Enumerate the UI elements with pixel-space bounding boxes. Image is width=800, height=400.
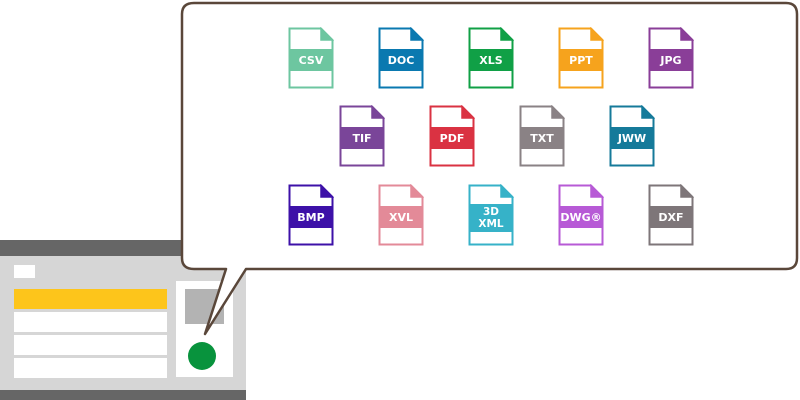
file-type-label: DXF xyxy=(658,210,684,224)
app-side-panel xyxy=(176,281,233,377)
list-item[interactable] xyxy=(14,335,167,355)
file-type-label: XVL xyxy=(388,210,413,224)
file-type-label: JPG xyxy=(660,53,682,67)
file-type-label: JWW xyxy=(617,131,647,145)
file-type-jpg-icon[interactable]: JPG xyxy=(648,27,694,89)
file-type-pdf-icon[interactable]: PDF xyxy=(429,105,475,167)
file-type-txt-icon[interactable]: TXT xyxy=(519,105,565,167)
file-type-label: DWG® xyxy=(560,210,602,224)
file-type-label: TIF xyxy=(352,131,372,145)
list-item[interactable] xyxy=(14,358,167,378)
file-type-3dxml-icon[interactable]: 3D XML xyxy=(468,184,514,246)
file-type-dxf-icon[interactable]: DXF xyxy=(648,184,694,246)
file-type-dwg-icon[interactable]: DWG® xyxy=(558,184,604,246)
app-statusbar xyxy=(0,390,246,400)
file-type-xvl-icon[interactable]: XVL xyxy=(378,184,424,246)
file-type-jww-icon[interactable]: JWW xyxy=(609,105,655,167)
file-type-xls-icon[interactable]: XLS xyxy=(468,27,514,89)
file-type-label: DOC xyxy=(387,53,415,67)
file-type-label: BMP xyxy=(297,210,325,224)
app-window xyxy=(0,240,246,400)
file-type-doc-icon[interactable]: DOC xyxy=(378,27,424,89)
file-type-label: CSV xyxy=(298,53,324,67)
file-type-ppt-icon[interactable]: PPT xyxy=(558,27,604,89)
list-item-selected[interactable] xyxy=(14,289,167,309)
app-titlebar xyxy=(0,240,246,256)
app-toolbar-box xyxy=(14,265,35,278)
preview-placeholder xyxy=(185,289,224,324)
file-type-label: 3D XML xyxy=(478,206,504,230)
export-button[interactable] xyxy=(188,342,216,370)
file-type-bmp-icon[interactable]: BMP xyxy=(288,184,334,246)
file-type-csv-icon[interactable]: CSV xyxy=(288,27,334,89)
file-type-label: PPT xyxy=(569,53,593,67)
file-type-label: PDF xyxy=(439,131,465,145)
list-item[interactable] xyxy=(14,312,167,332)
file-type-label: TXT xyxy=(530,131,554,145)
file-type-label: XLS xyxy=(479,53,503,67)
file-type-tif-icon[interactable]: TIF xyxy=(339,105,385,167)
